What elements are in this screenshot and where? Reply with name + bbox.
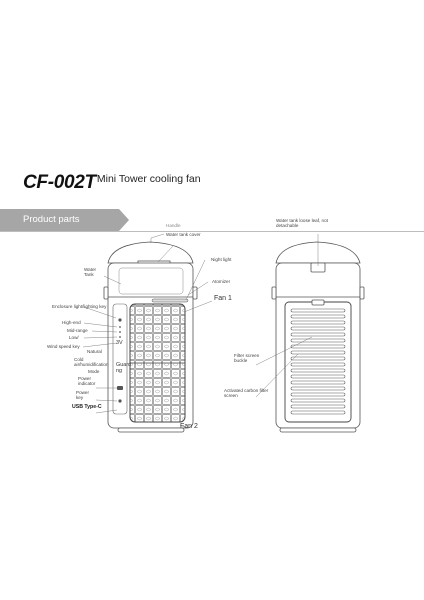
label-fan-2: Fan 2 (180, 423, 198, 430)
product-subtitle: Mini Tower cooling fan (96, 173, 201, 185)
section-banner-label: Product parts (23, 214, 80, 225)
base-foot (117, 427, 185, 433)
filter-buckle (311, 299, 325, 306)
label-natural: Natural (87, 349, 102, 354)
panel-buttons (117, 318, 123, 403)
label-carbon-filter: Activated carbon filter screen (224, 388, 269, 399)
label-filter-screen-buckle: Filter screen buckle (234, 353, 260, 364)
front-view-unit (103, 241, 198, 433)
label-handle: Handle (166, 223, 181, 228)
section-banner (0, 209, 129, 231)
handle-shape (107, 241, 194, 264)
left-side-clip (103, 286, 109, 300)
label-mode: Mode (88, 369, 100, 374)
filter-slats (290, 308, 346, 415)
label-high-end: High-end (62, 320, 81, 325)
right-side-clip (192, 286, 198, 300)
label-guard: Guard ng (116, 362, 131, 375)
label-low: Low/ (69, 335, 79, 340)
title-block: CF-002TMini Tower cooling fan (23, 172, 201, 194)
label-power-indicator: Power indicator (78, 376, 96, 387)
right-leader-lines (255, 234, 319, 398)
control-panel (112, 303, 128, 415)
label-water-tank-loose-leaf: Water tank loose leaf, not detachable (276, 218, 328, 229)
rear-view-unit (271, 241, 365, 433)
label-cold-air: Cold air/humidification (74, 357, 109, 368)
banner-divider (0, 231, 424, 232)
label-mid-range: Mid-range (67, 328, 88, 333)
water-tank-window (118, 267, 184, 295)
label-night-light: Night light (211, 257, 232, 262)
left-leader-lines (82, 233, 213, 429)
label-enclosure-key: Enclosure light/lighting key (52, 304, 107, 309)
night-light-strip (151, 298, 189, 303)
label-water-tank: Water Tank (84, 267, 97, 278)
label-usb-type-c: USB Type-C (72, 404, 102, 410)
label-power-key: Power key (76, 390, 90, 401)
label-atomizer: Atomizer (212, 279, 231, 284)
filter-frame (284, 301, 352, 423)
label-fan-1: Fan 1 (214, 295, 232, 302)
label-panel-3v: 3V (116, 340, 123, 346)
model-name: CF-002T (23, 172, 96, 193)
label-water-tank-cover: Water tank cover (166, 232, 201, 237)
label-wind-speed-key: Wind speed key (47, 344, 80, 349)
